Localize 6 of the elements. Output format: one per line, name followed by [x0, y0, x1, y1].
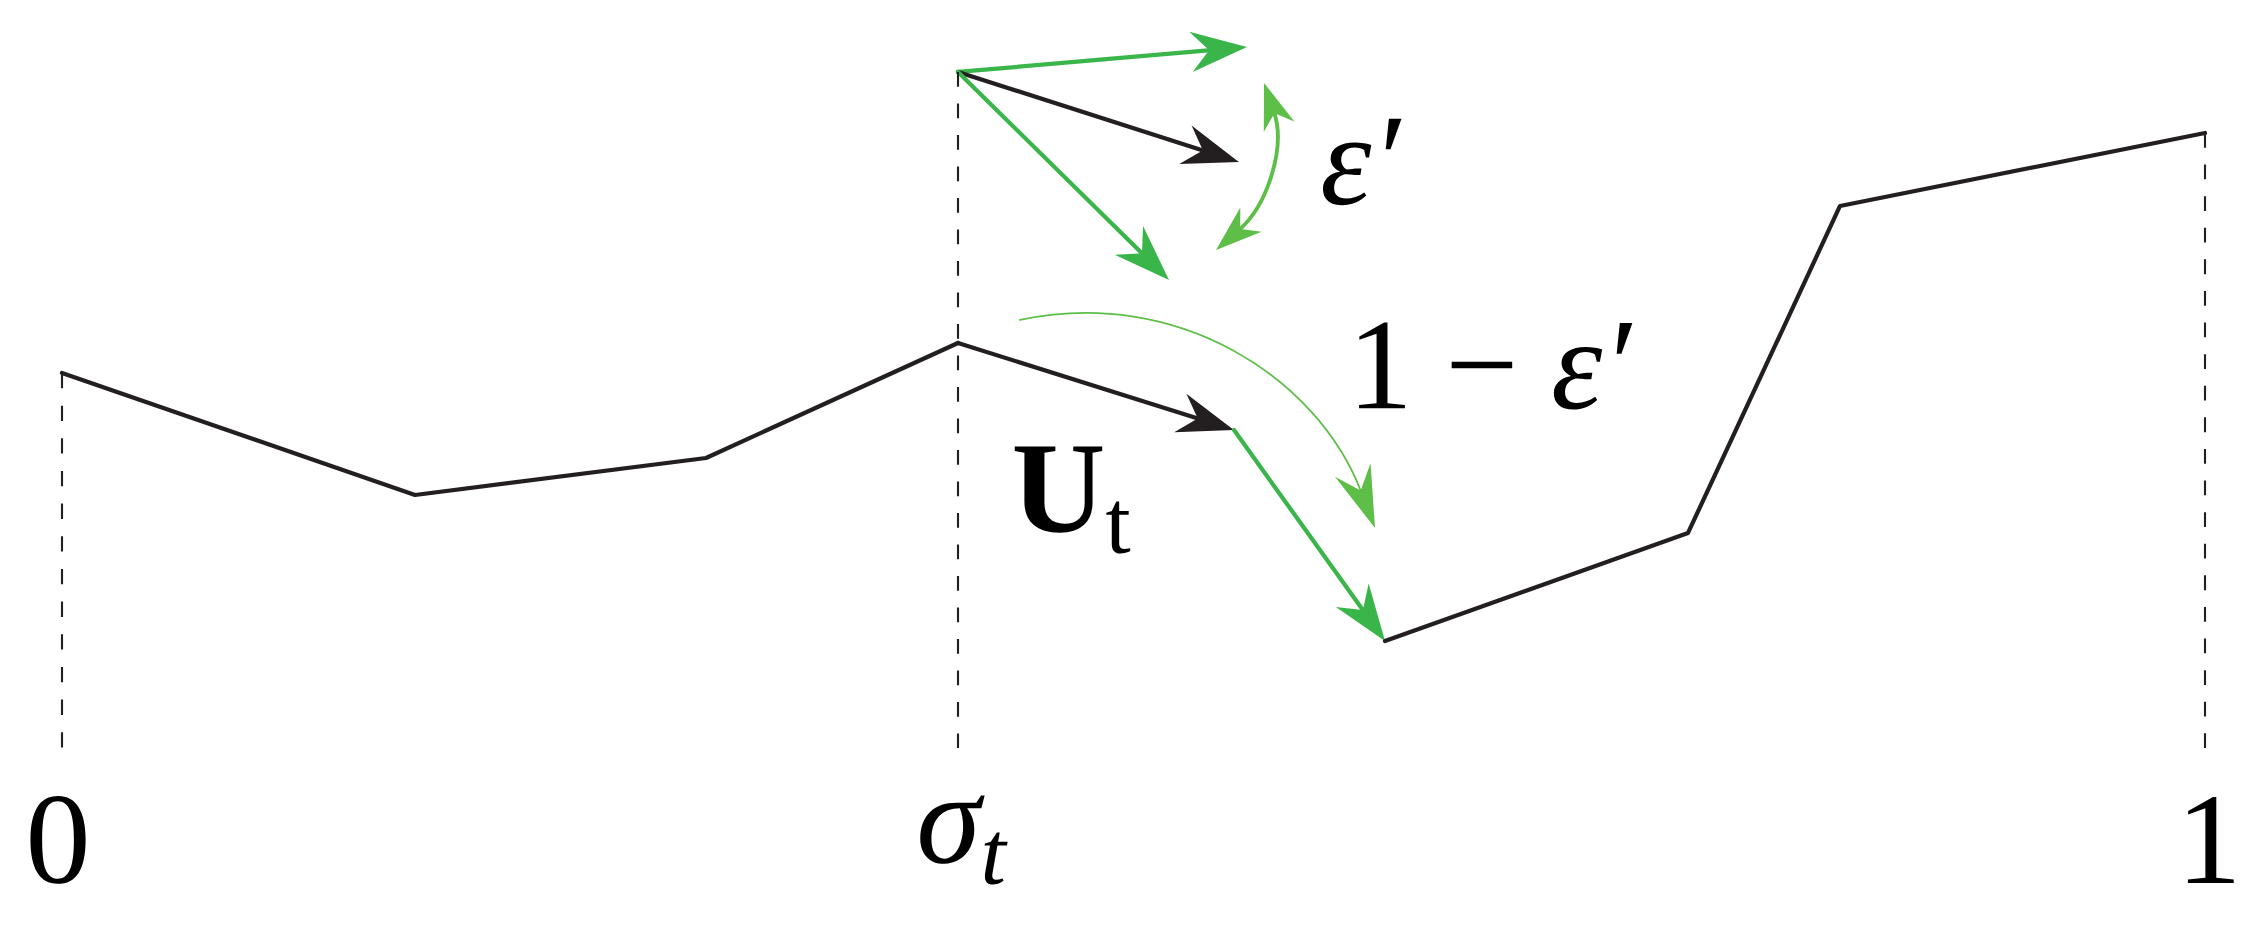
tick-label: 1	[2187, 797, 2234, 883]
math-label: U$_{t}$	[1014, 446, 1131, 554]
tick-label: σ$_{t}$	[920, 795, 1008, 885]
math-label: 1 − ε′	[1359, 322, 1633, 410]
math-label: ε′	[1322, 118, 1402, 206]
tick-label: 0	[30, 796, 86, 884]
